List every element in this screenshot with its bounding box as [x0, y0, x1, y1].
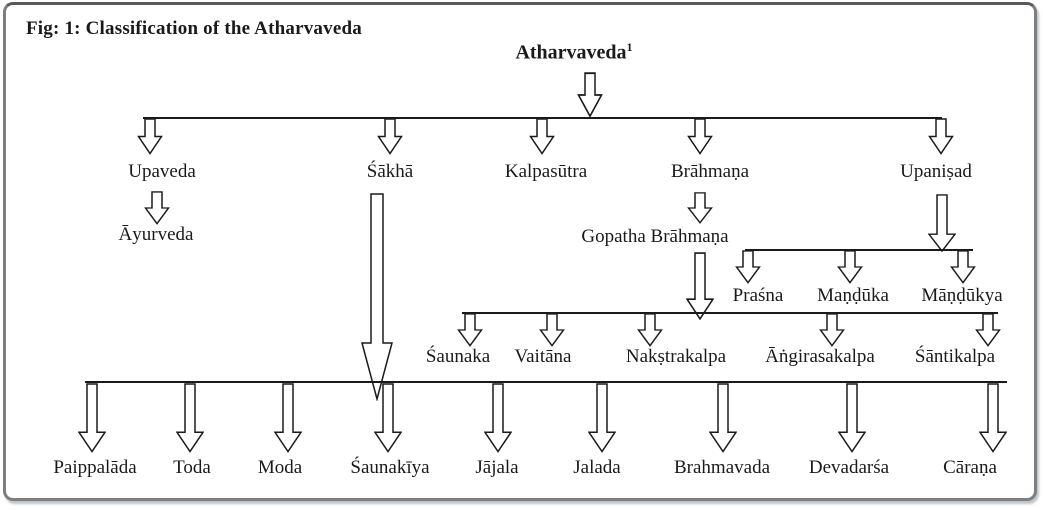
node-nakstrakalpa: Nakṣtrakalpa	[625, 346, 727, 367]
arrow-to-toda	[176, 383, 204, 453]
arrow-upaveda-to-ayurveda	[144, 191, 170, 225]
node-mandukya: Māṇḍūkya	[921, 285, 1003, 306]
arrow-gopatha-to-kalpas	[686, 252, 714, 320]
node-carana: Cāraṇa	[943, 457, 997, 478]
arrow-brahmana-to-gopatha	[687, 192, 713, 224]
node-kalpasutra: Kalpasūtra	[504, 161, 588, 182]
root-footnote-marker: 1	[626, 40, 633, 54]
arrow-to-sakha	[377, 118, 403, 155]
arrow-to-brahmana	[687, 118, 713, 155]
node-brahmavada: Brahmavada	[673, 457, 771, 478]
node-devadarsa: Devadarśa	[808, 457, 890, 478]
arrow-to-saunaka	[457, 313, 483, 347]
node-ayurveda: Āyurveda	[118, 224, 194, 245]
arrow-to-upanisad	[928, 118, 954, 155]
arrow-to-jalada	[588, 383, 616, 453]
node-saunakiya: Śaunakīya	[350, 457, 430, 478]
figure-frame	[3, 2, 1037, 501]
arrow-upanisad-to-upanisads	[928, 194, 956, 252]
arrow-to-santikalpa	[975, 313, 1001, 347]
arrow-to-jajala	[484, 383, 512, 453]
node-upanisad: Upaniṣad	[900, 161, 972, 182]
connector-upanisads-line	[745, 249, 973, 251]
arrow-to-carana	[979, 383, 1007, 453]
node-atharvaveda: Atharvaveda1	[515, 40, 632, 65]
node-toda: Toda	[173, 457, 211, 478]
node-gopatha-brahmana: Gopatha Brāhmaṇa	[581, 226, 729, 247]
root-label: Atharvaveda	[515, 41, 627, 64]
arrow-to-paippalada	[78, 383, 106, 453]
node-jalada: Jalada	[573, 457, 621, 478]
figure-caption: Fig: 1: Classification of the Atharvaved…	[26, 18, 362, 39]
connector-gopatha-children-line	[462, 312, 998, 314]
node-manduka: Maṇḍūka	[817, 285, 889, 306]
arrow-to-mandukya	[950, 250, 976, 284]
arrow-sakha-to-sakhas	[361, 193, 393, 401]
arrow-to-saunakiya	[374, 383, 402, 453]
node-santikalpa: Śāntikalpa	[914, 346, 996, 367]
node-prasna: Praśna	[732, 285, 784, 306]
node-brahmana: Brāhmaṇa	[670, 161, 750, 182]
arrow-to-nakstrakalpa	[637, 313, 663, 347]
connector-level1-line	[143, 117, 942, 119]
arrow-to-brahmavada	[709, 383, 737, 453]
node-sakha: Śākhā	[366, 161, 414, 182]
node-angirasakalpa: Āṅgirasakalpa	[765, 346, 875, 367]
arrow-to-moda	[274, 383, 302, 453]
node-moda: Moda	[257, 457, 303, 478]
arrow-to-manduka	[837, 250, 863, 284]
node-saunaka: Śaunaka	[425, 346, 491, 367]
arrow-to-angirasakalpa	[819, 313, 845, 347]
node-upaveda: Upaveda	[128, 161, 196, 182]
node-paippalada: Paippalāda	[53, 457, 137, 478]
arrow-to-devadarsa	[838, 383, 866, 453]
arrow-to-kalpasutra	[529, 118, 555, 155]
arrow-to-upaveda	[137, 118, 163, 155]
node-vaitana: Vaitāna	[514, 346, 572, 367]
connector-sakhas-line	[85, 381, 1007, 383]
arrow-to-vaitana	[539, 313, 565, 347]
arrow-to-prasna	[735, 250, 761, 284]
arrow-root-to-level1	[577, 72, 603, 118]
node-jajala: Jājala	[475, 457, 519, 478]
